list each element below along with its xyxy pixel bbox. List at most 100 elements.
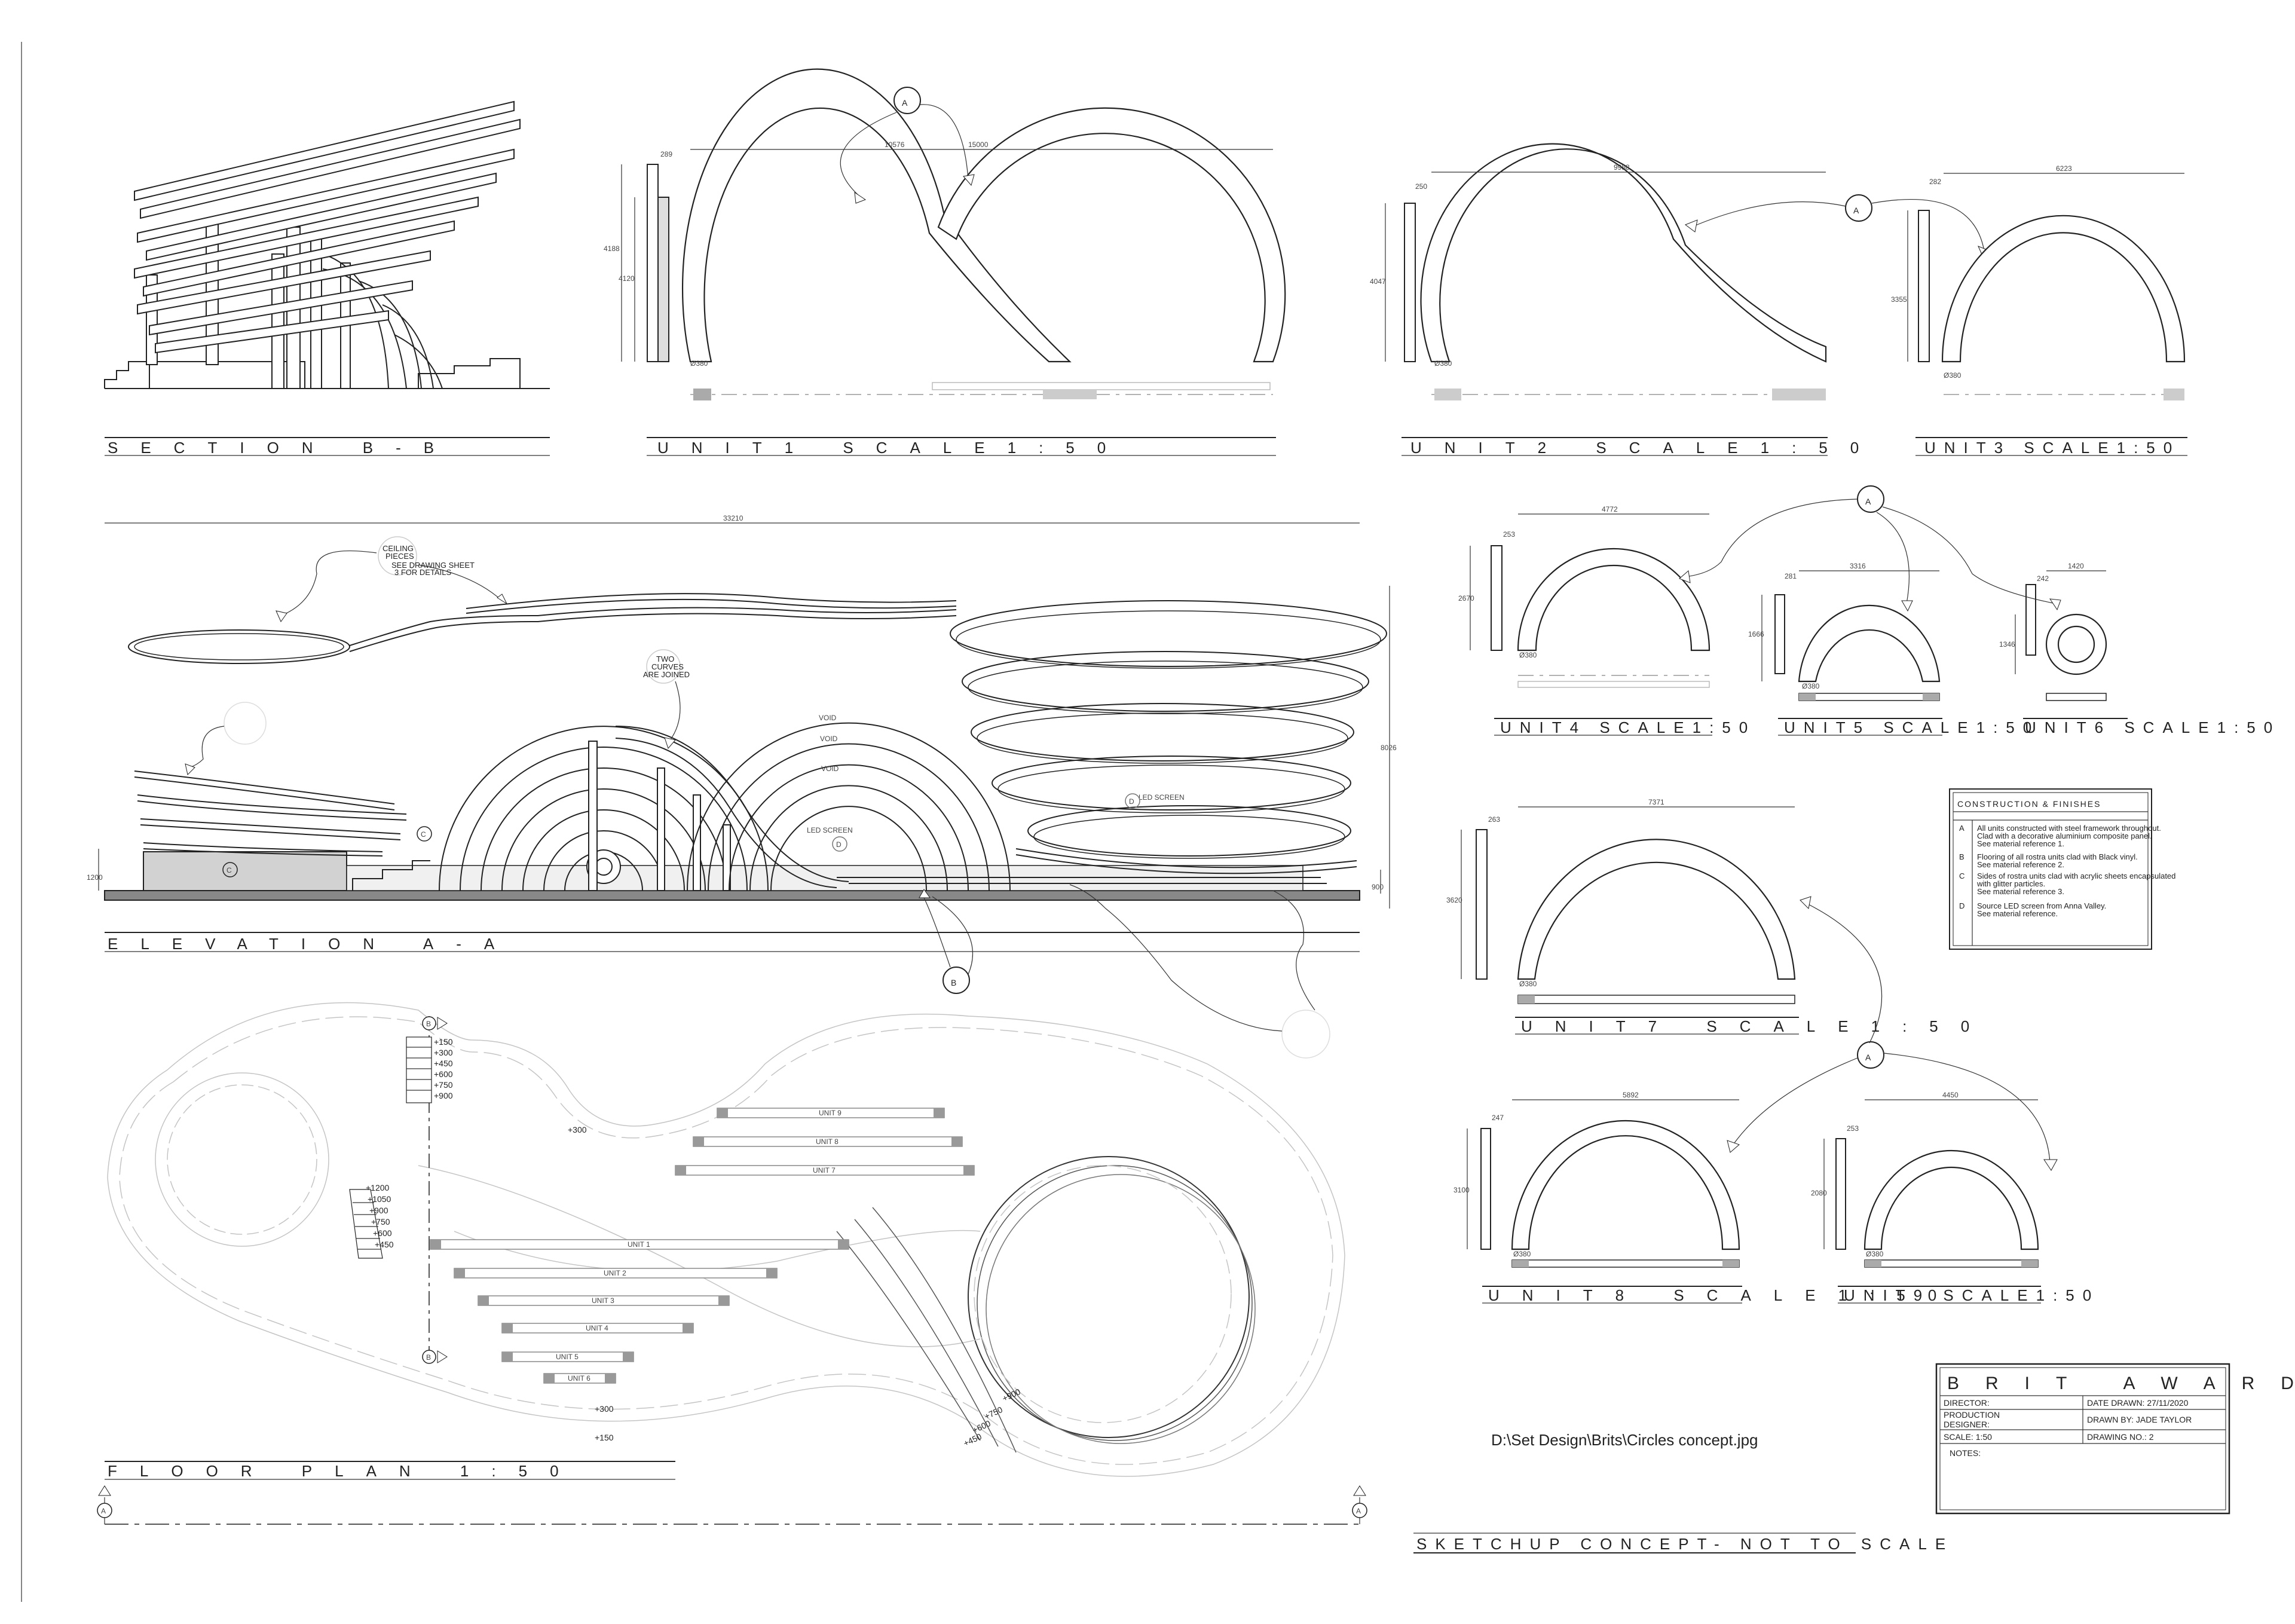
marker-label: A: [1865, 497, 1871, 506]
plan-unit-end: [934, 1108, 944, 1118]
level-label: +900: [1001, 1387, 1023, 1403]
dim-text: 3355: [1891, 295, 1907, 304]
dim-text: 9958: [1614, 163, 1630, 172]
cf-item-text: Sides of rostra units clad with acrylic …: [1977, 871, 2175, 880]
section-title: SECTION B-B: [108, 439, 457, 457]
plan-unit-label: UNIT 8: [816, 1137, 839, 1146]
plan-unit-end: [675, 1166, 686, 1175]
tb-drawing-no: DRAWING NO.: 2: [2087, 1432, 2154, 1442]
level-label: +300: [568, 1125, 587, 1134]
plan-unit-end: [683, 1323, 693, 1333]
plan-unit-end: [502, 1352, 513, 1362]
marker-label: D: [836, 840, 842, 849]
construction-title: CONSTRUCTION & FINISHES: [1957, 799, 2101, 809]
dim-text: 4120: [619, 274, 635, 283]
marker-label: A: [1853, 206, 1859, 215]
plan-unit-end: [502, 1323, 513, 1333]
dim-text: 7371: [1648, 798, 1664, 806]
elevation-a-a: 33210 8026 1200 900: [87, 514, 1397, 1059]
cf-item-key: A: [1959, 824, 1964, 833]
void-label: VOID: [821, 764, 839, 773]
plan-unit-end: [718, 1296, 729, 1305]
dim-text: Ø380: [1866, 1250, 1884, 1258]
unit-3-drawing: 6223 282 3355 Ø380 UNIT3 SCALE1:50: [1891, 164, 2187, 457]
note-text: 3 FOR DETAILS: [394, 568, 451, 577]
dim-text: Ø380: [1519, 651, 1537, 659]
dim-text: 6223: [2056, 164, 2072, 173]
dim-text: 253: [1503, 530, 1515, 539]
dim-text: 8026: [1381, 744, 1397, 752]
marker-label: A: [902, 98, 908, 108]
cf-item-text: All units constructed with steel framewo…: [1977, 824, 2161, 833]
note-text: CURVES: [651, 662, 684, 671]
dim-text: Ø380: [1802, 682, 1820, 690]
tb-director: DIRECTOR:: [1944, 1398, 1990, 1408]
plan-unit-end: [951, 1137, 962, 1146]
marker-label: B: [426, 1020, 431, 1028]
dim-text: 242: [2037, 574, 2049, 583]
plan-unit-end: [838, 1240, 849, 1249]
unit-2-drawing: 9958 250 4047 Ø380 UNIT2 SCALE1:50: [1370, 143, 1881, 457]
cf-item-text: Source LED screen from Anna Valley.: [1977, 901, 2106, 910]
unit-6-drawing: 1420 242 1346 UNIT6 SCALE1:50: [1999, 562, 2272, 736]
plan-unit-end: [544, 1374, 555, 1383]
cf-item-text: Flooring of all rostra units clad with B…: [1977, 852, 2138, 861]
unit-1-drawing: 10576 15000 289 4188 4120 Ø380 UNIT1 SCA…: [604, 68, 1286, 457]
dim-text: 263: [1488, 815, 1500, 824]
dim-text: 4450: [1942, 1091, 1959, 1099]
plan-unit-end: [478, 1296, 489, 1305]
marker-label: D: [1129, 797, 1134, 806]
file-path: D:\Set Design\Brits\Circles concept.jpg: [1491, 1431, 1758, 1449]
dim-text: 281: [1785, 572, 1797, 580]
sketchup-note: SKETCHUP CONCEPT- NOT TO SCALE: [1416, 1535, 1954, 1553]
dim-text: 4047: [1370, 277, 1386, 286]
stair-level-label: +450: [434, 1059, 453, 1068]
dim-text: 2670: [1458, 594, 1474, 602]
plan-unit-label: UNIT 6: [568, 1374, 590, 1383]
dim-text: 10576: [885, 140, 905, 149]
dim-text: Ø380: [1519, 980, 1537, 988]
tb-notes: NOTES:: [1950, 1448, 1981, 1458]
dim-text: 33210: [723, 514, 743, 522]
cf-item-key: B: [1959, 852, 1964, 861]
tb-drawn-by: DRAWN BY: JADE TAYLOR: [2087, 1415, 2192, 1424]
marker-a-unit1: A: [840, 87, 975, 204]
stair-level-label: +900: [434, 1091, 453, 1100]
unit2-title: UNIT2 SCALE1:50: [1410, 439, 1881, 457]
plan-unit-end: [430, 1240, 441, 1249]
level-label: +300: [595, 1404, 614, 1414]
dim-text: Ø380: [1513, 1250, 1531, 1258]
marker-label: A: [1356, 1507, 1361, 1515]
level-label: +450: [962, 1432, 984, 1448]
dim-text: 4188: [604, 244, 620, 253]
dim-text: 1200: [87, 873, 103, 882]
note-text: CEILING: [382, 544, 414, 553]
marker-label: A: [1865, 1053, 1871, 1062]
elevation-title: ELEVATION A-A: [108, 935, 517, 953]
level-label: +600: [971, 1418, 993, 1435]
floor-plan: B B +150+300+450+600+750+900 +1200+1050+…: [97, 1002, 1367, 1525]
stair-level-label: +150: [434, 1037, 453, 1047]
unit-9-drawing: 4450 253 2080 Ø380 UNIT9 SCALE1:50: [1811, 1091, 2100, 1304]
brand-title: BRIT AWARDS: [1947, 1374, 2295, 1393]
stair-level-label: +750: [371, 1217, 390, 1227]
cf-item-text: Clad with a decorative aluminium composi…: [1977, 831, 2152, 840]
plan-unit-label: UNIT 3: [592, 1296, 614, 1305]
note-text: PIECES: [385, 552, 414, 561]
dim-text: 289: [660, 150, 672, 158]
void-label: VOID: [819, 714, 837, 722]
unit-8-drawing: 5892 247 3100 Ø380 UNIT8 SCALE1:50: [1454, 1091, 1936, 1304]
level-label: +150: [595, 1433, 614, 1442]
plan-unit-label: UNIT 5: [556, 1353, 579, 1361]
note-text: TWO: [656, 655, 674, 663]
cf-item-text: See material reference 2.: [1977, 860, 2064, 869]
unit-7-drawing: 7371 263 3620 Ø380 UNIT7 SCALE1:50: [1446, 798, 1969, 1035]
unit9-title: UNIT9 SCALE1:50: [1844, 1286, 2100, 1304]
dim-text: 2080: [1811, 1189, 1827, 1197]
dim-text: 1420: [2068, 562, 2084, 570]
plan-unit-label: UNIT 9: [819, 1109, 842, 1117]
plan-unit-label: UNIT 1: [628, 1240, 650, 1249]
cf-item-text: with glitter particles.: [1976, 879, 2045, 888]
stair-level-label: +750: [434, 1080, 453, 1090]
